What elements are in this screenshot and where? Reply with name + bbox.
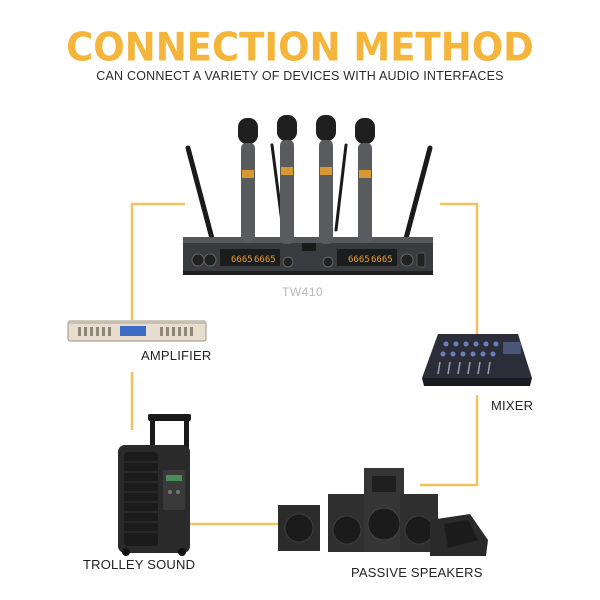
mixer-device xyxy=(422,334,532,386)
display-right-b: 6665 xyxy=(371,255,393,265)
receiver-model-label: TW410 xyxy=(282,285,324,299)
knob-icon xyxy=(282,256,294,268)
display-right-a: 6665 xyxy=(348,255,370,265)
knob-icon xyxy=(191,253,205,267)
trolley-sound-label: TROLLEY SOUND xyxy=(83,557,196,572)
display-left-a: 6665 xyxy=(231,255,253,265)
knob-icon xyxy=(400,253,414,267)
passive-speakers-device xyxy=(278,468,488,556)
microphone-icon xyxy=(355,118,375,243)
mixer-label: MIXER xyxy=(491,398,534,413)
line-receiver-to-amplifier xyxy=(130,202,185,320)
line-receiver-to-mixer xyxy=(440,202,479,334)
microphones xyxy=(238,115,375,244)
knob-icon xyxy=(322,256,334,268)
microphone-icon xyxy=(316,115,336,244)
microphone-icon xyxy=(277,115,297,244)
display-left-b: 6665 xyxy=(254,255,276,265)
passive-speakers-label: PASSIVE SPEAKERS xyxy=(351,565,483,580)
connection-lines xyxy=(130,202,479,526)
amplifier-label: AMPLIFIER xyxy=(141,348,212,363)
knob-icon xyxy=(203,253,217,267)
page-subtitle: CAN CONNECT A VARIETY OF DEVICES WITH AU… xyxy=(96,69,504,83)
amplifier-device xyxy=(67,320,207,342)
page-title: CONNECTION METHOD xyxy=(66,24,534,71)
wireless-receiver: 6665 6665 6665 6665 xyxy=(183,115,433,275)
line-mixer-to-speakers xyxy=(420,395,479,487)
trolley-speaker-device xyxy=(118,414,191,556)
microphone-icon xyxy=(238,118,258,243)
